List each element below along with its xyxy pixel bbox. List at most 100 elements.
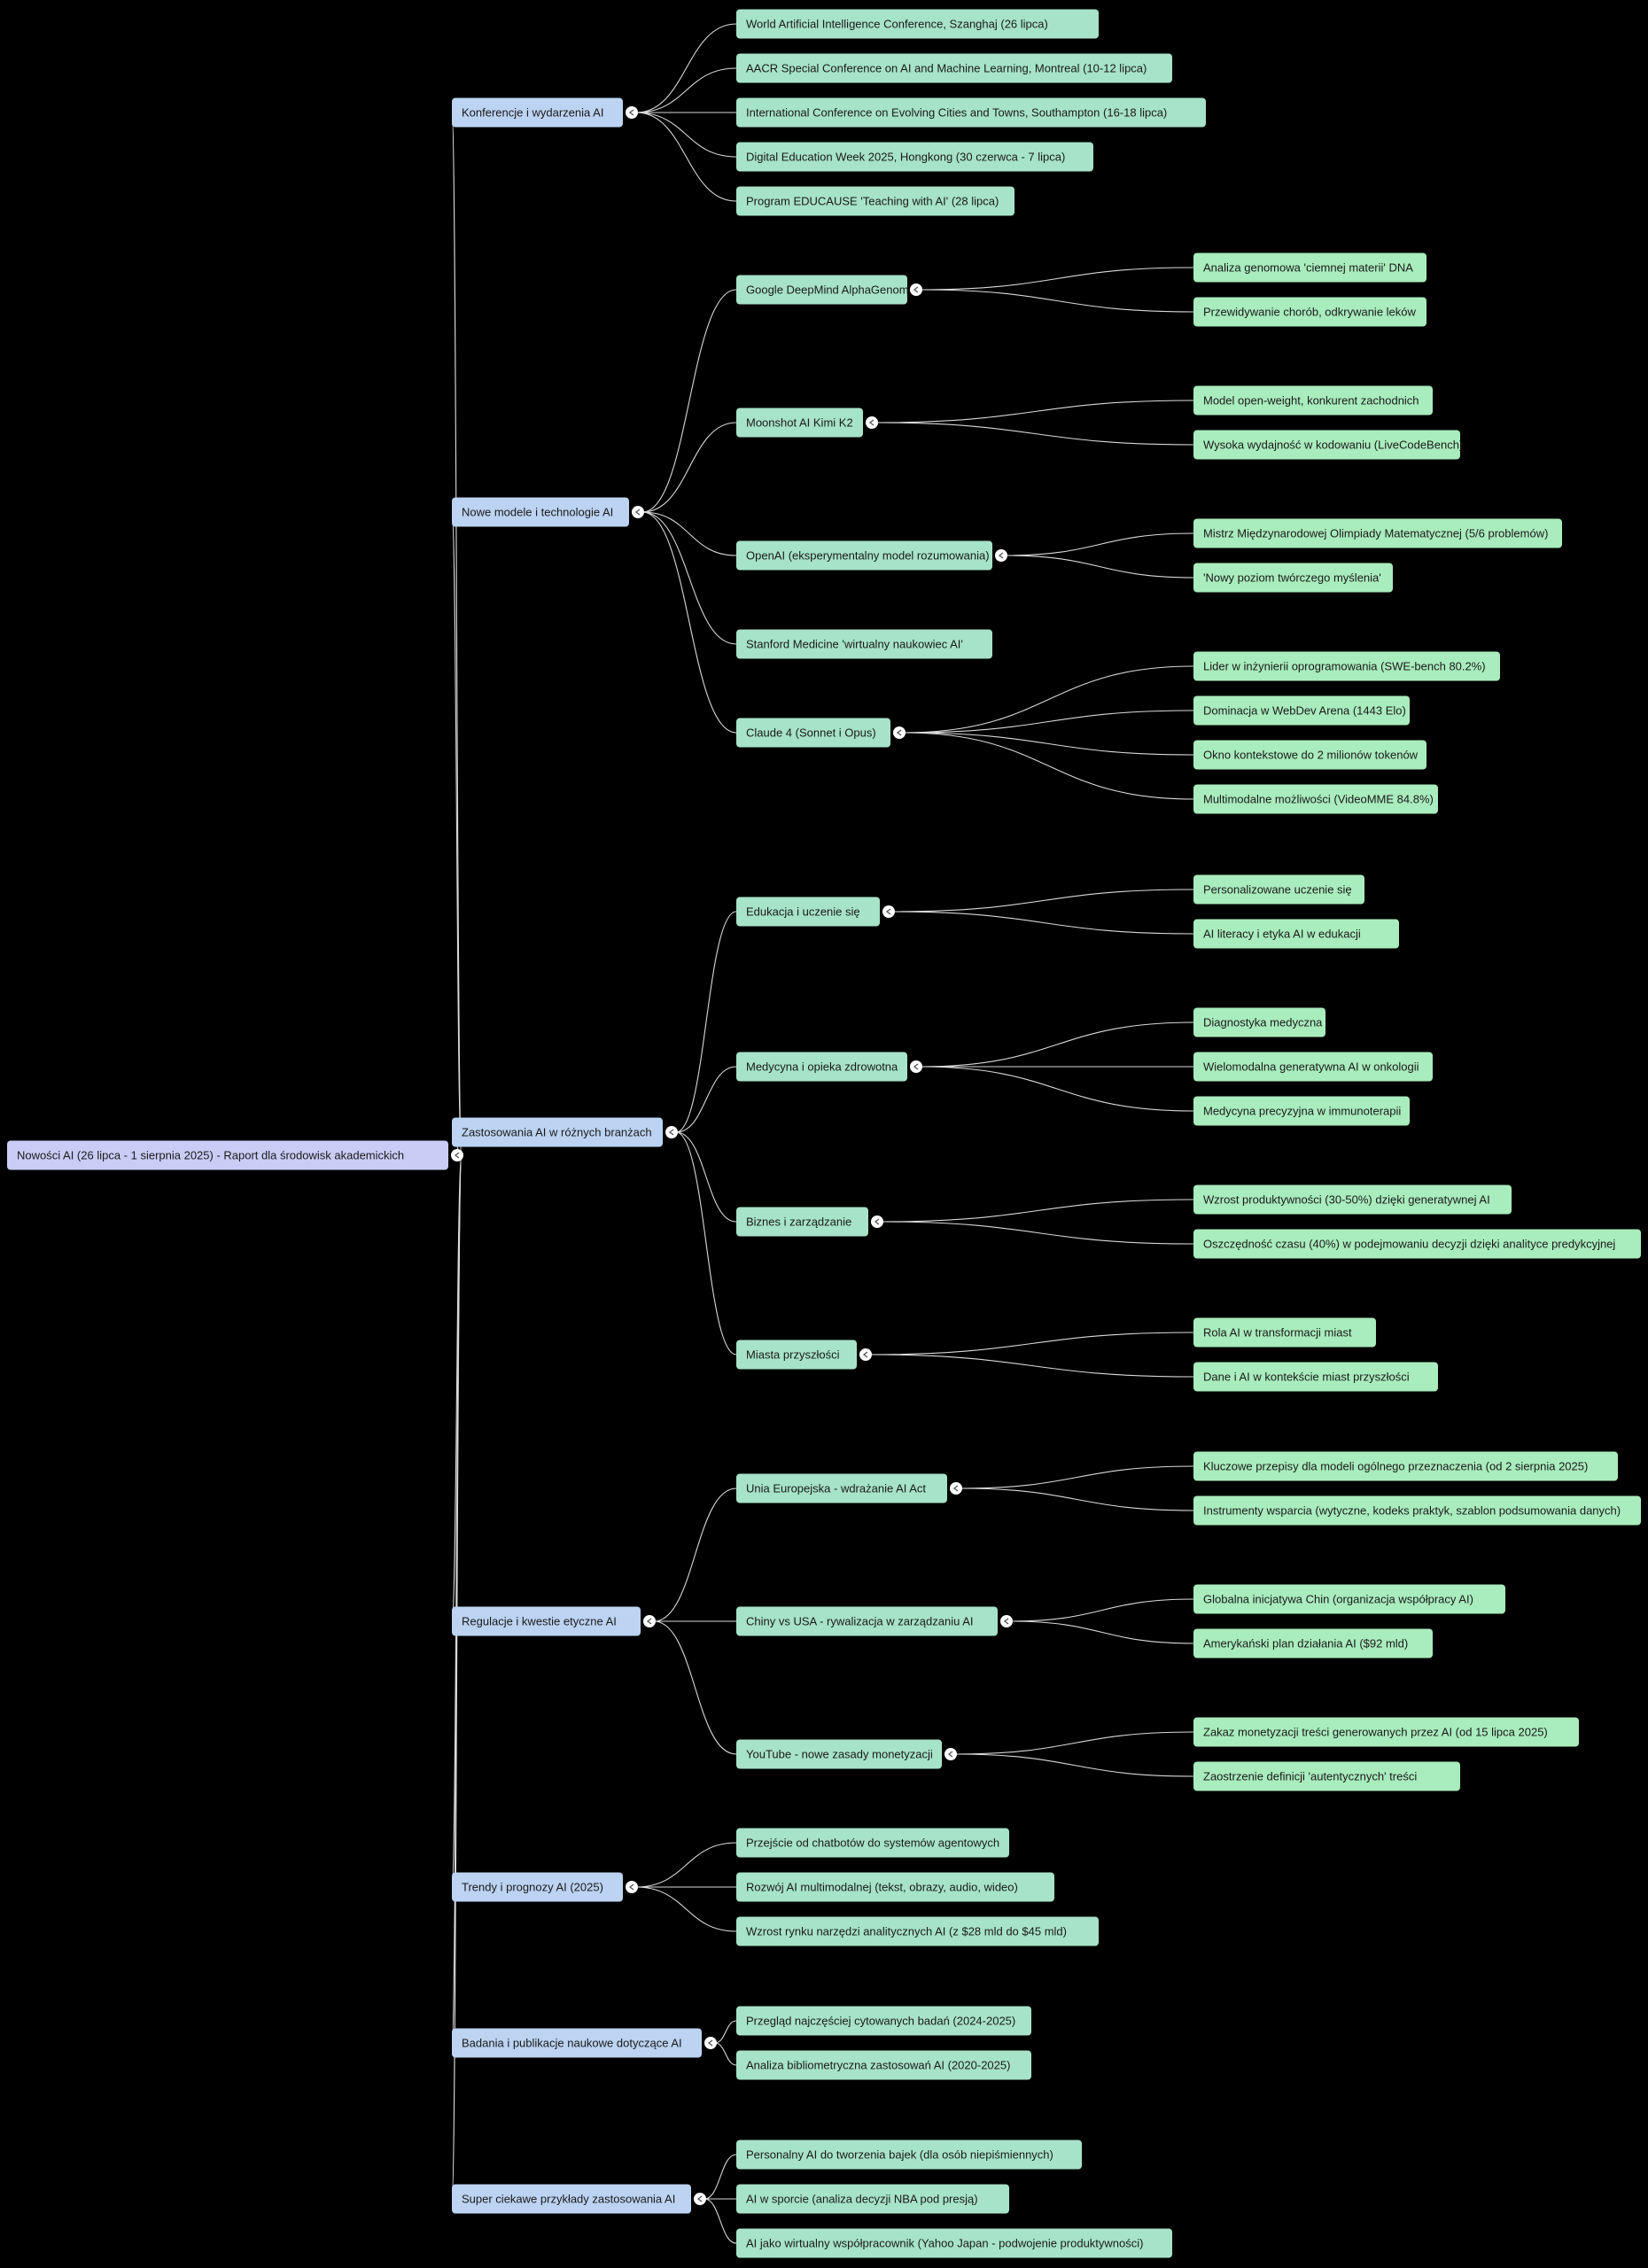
node-box[interactable] [736,408,863,438]
node-box[interactable] [1193,740,1426,770]
node-box[interactable] [1193,874,1364,905]
node-przejscie-od-chatbotow-do-systemow-agent[interactable]: Przejście od chatbotów do systemów agent… [736,1828,1009,1858]
chevron-left-icon[interactable] [626,106,638,119]
node-biznes-i-zarzadzanie[interactable]: Biznes i zarządzanie [736,1207,868,1237]
chevron-left-icon[interactable] [866,416,878,429]
node-badania-i-publikacje-naukowe-dotyczace-a[interactable]: Badania i publikacje naukowe dotyczące A… [452,2028,702,2058]
node-super-ciekawe-przyklady-zastosowania-ai[interactable]: Super ciekawe przykłady zastosowania AI [452,2184,691,2214]
node-multimodalne-mozliwosci-videomme-84-8[interactable]: Multimodalne możliwości (VideoMME 84.8%) [1193,784,1438,814]
node-box[interactable] [1193,252,1426,283]
node-oszczednosc-czasu-40-w-podejmowaniu-decy[interactable]: Oszczędność czasu (40%) w podejmowaniu d… [1193,1229,1641,1259]
node-box[interactable] [1193,1717,1579,1747]
node-box[interactable] [736,53,1172,83]
node-dane-i-ai-w-kontekscie-miast-przyszlosci[interactable]: Dane i AI w kontekście miast przyszłości [1193,1362,1438,1392]
node-box[interactable] [452,2028,702,2058]
node-box[interactable] [1193,784,1438,814]
node-box[interactable] [1193,430,1460,460]
chevron-left-icon[interactable] [626,1881,638,1893]
node-box[interactable] [1193,1184,1512,1215]
node-box[interactable] [452,497,629,527]
node-box[interactable] [736,2050,1031,2080]
node-wzrost-rynku-narzedzi-analitycznych-ai-z[interactable]: Wzrost rynku narzędzi analitycznych AI (… [736,1916,1099,1946]
chevron-left-icon[interactable] [882,905,895,918]
node-zakaz-monetyzacji-tresci-generowanych-pr[interactable]: Zakaz monetyzacji treści generowanych pr… [1193,1717,1579,1747]
node-google-deepmind-alphagenome[interactable]: Google DeepMind AlphaGenome [736,275,915,305]
node-box[interactable] [1193,385,1433,416]
node-box[interactable] [1193,518,1562,548]
node-ai-jako-wirtualny-wspolpracownik-yahoo-j[interactable]: AI jako wirtualny współpracownik (Yahoo … [736,2228,1172,2258]
node-box[interactable] [1193,1362,1438,1392]
node-box[interactable] [736,275,907,305]
node-okno-kontekstowe-do-2-milionow-tokenow[interactable]: Okno kontekstowe do 2 milionów tokenów [1193,740,1426,770]
node-przeglad-najczesciej-cytowanych-badan-20[interactable]: Przegląd najczęściej cytowanych badań (2… [736,2006,1031,2036]
node-personalizowane-uczenie-sie[interactable]: Personalizowane uczenie się [1193,874,1364,905]
node-instrumenty-wsparcia-wytyczne-kodeks-pra[interactable]: Instrumenty wsparcia (wytyczne, kodeks p… [1193,1495,1641,1526]
node-box[interactable] [452,1872,623,1902]
node-box[interactable] [736,718,890,748]
node-box[interactable] [1193,1229,1641,1259]
node-nowe-modele-i-technologie-ai[interactable]: Nowe modele i technologie AI [452,497,629,527]
node-konferencje-i-wydarzenia-ai[interactable]: Konferencje i wydarzenia AI [452,97,623,128]
node-box[interactable] [736,1207,868,1237]
node-box[interactable] [736,629,992,659]
node-box[interactable] [736,1916,1099,1946]
node-medycyna-precyzyjna-w-immunoterapii[interactable]: Medycyna precyzyjna w immunoterapii [1193,1096,1410,1126]
node-ai-literacy-i-etyka-ai-w-edukacji[interactable]: AI literacy i etyka AI w edukacji [1193,919,1399,949]
node-box[interactable] [1193,297,1426,327]
node-box[interactable] [736,9,1099,39]
chevron-left-icon[interactable] [665,1126,678,1138]
node-box[interactable] [736,2184,1009,2214]
node-box[interactable] [736,97,1206,128]
node-box[interactable] [1193,1317,1376,1348]
node-box[interactable] [1193,1584,1505,1614]
node-model-open-weight-konkurent-zachodnich[interactable]: Model open-weight, konkurent zachodnich [1193,385,1433,416]
node-box[interactable] [736,186,1014,216]
node-box[interactable] [736,1739,942,1769]
node-analiza-bibliometryczna-zastosowan-ai-20[interactable]: Analiza bibliometryczna zastosowań AI (2… [736,2050,1031,2080]
chevron-left-icon[interactable] [995,549,1007,562]
node-youtube-nowe-zasady-monetyzacji[interactable]: YouTube - nowe zasady monetyzacji [736,1739,942,1769]
node-box[interactable] [452,1606,641,1636]
node-moonshot-ai-kimi-k2[interactable]: Moonshot AI Kimi K2 [736,408,863,438]
node-globalna-inicjatywa-chin-organizacja-wsp[interactable]: Globalna inicjatywa Chin (organizacja ws… [1193,1584,1505,1614]
node-stanford-medicine-wirtualny-naukowiec-ai[interactable]: Stanford Medicine 'wirtualny naukowiec A… [736,629,992,659]
node-box[interactable] [736,142,1093,172]
node-box[interactable] [1193,1052,1433,1082]
node-amerykanski-plan-dzialania-ai-92-mld[interactable]: Amerykański plan działania AI ($92 mld) [1193,1628,1433,1658]
node-diagnostyka-medyczna[interactable]: Diagnostyka medyczna [1193,1007,1325,1037]
chevron-left-icon[interactable] [643,1615,656,1627]
node-box[interactable] [1193,1451,1618,1481]
node-wysoka-wydajnosc-w-kodowaniu-livecodeben[interactable]: Wysoka wydajność w kodowaniu (LiveCodeBe… [1193,430,1463,460]
node-lider-w-inzynierii-oprogramowania-swe-be[interactable]: Lider w inżynierii oprogramowania (SWE-b… [1193,651,1500,681]
node-dominacja-w-webdev-arena-1443-elo[interactable]: Dominacja w WebDev Arena (1443 Elo) [1193,695,1410,726]
node-medycyna-i-opieka-zdrowotna[interactable]: Medycyna i opieka zdrowotna [736,1052,907,1082]
node-unia-europejska-wdrazanie-ai-act[interactable]: Unia Europejska - wdrażanie AI Act [736,1473,947,1503]
node-box[interactable] [736,2006,1031,2036]
node-box[interactable] [736,1473,947,1503]
node-box[interactable] [736,540,992,571]
node-box[interactable] [736,1606,998,1636]
node-miasta-przyszlosci[interactable]: Miasta przyszłości [736,1340,857,1370]
node-box[interactable] [452,1117,663,1147]
node-przewidywanie-chorob-odkrywanie-lekow[interactable]: Przewidywanie chorób, odkrywanie leków [1193,297,1426,327]
chevron-left-icon[interactable] [632,506,644,518]
node-zaostrzenie-definicji-autentycznych-tres[interactable]: Zaostrzenie definicji 'autentycznych' tr… [1193,1761,1460,1791]
node-box[interactable] [736,897,880,927]
node-regulacje-i-kwestie-etyczne-ai[interactable]: Regulacje i kwestie etyczne AI [452,1606,641,1636]
node-rola-ai-w-transformacji-miast[interactable]: Rola AI w transformacji miast [1193,1317,1376,1348]
node-box[interactable] [736,2228,1172,2258]
node-wzrost-produktywnosci-30-50-dzieki-gener[interactable]: Wzrost produktywności (30-50%) dzięki ge… [1193,1184,1512,1215]
node-zastosowania-ai-w-roznych-branzach[interactable]: Zastosowania AI w różnych branżach [452,1117,663,1147]
node-nowy-poziom-tworczego-myslenia[interactable]: 'Nowy poziom twórczego myślenia' [1193,563,1393,593]
chevron-left-icon[interactable] [871,1216,883,1228]
node-digital-education-week-2025-hongkong-30-[interactable]: Digital Education Week 2025, Hongkong (3… [736,142,1093,172]
node-box[interactable] [736,1872,1054,1902]
chevron-left-icon[interactable] [451,1149,463,1161]
node-box[interactable] [1193,919,1399,949]
node-edukacja-i-uczenie-sie[interactable]: Edukacja i uczenie się [736,897,880,927]
node-box[interactable] [736,1828,1009,1858]
node-analiza-genomowa-ciemnej-materii-dna[interactable]: Analiza genomowa 'ciemnej materii' DNA [1193,252,1426,283]
node-box[interactable] [736,1340,857,1370]
node-ai-w-sporcie-analiza-decyzji-nba-pod-pre[interactable]: AI w sporcie (analiza decyzji NBA pod pr… [736,2184,1009,2214]
node-kluczowe-przepisy-dla-modeli-ogolnego-pr[interactable]: Kluczowe przepisy dla modeli ogólnego pr… [1193,1451,1618,1481]
